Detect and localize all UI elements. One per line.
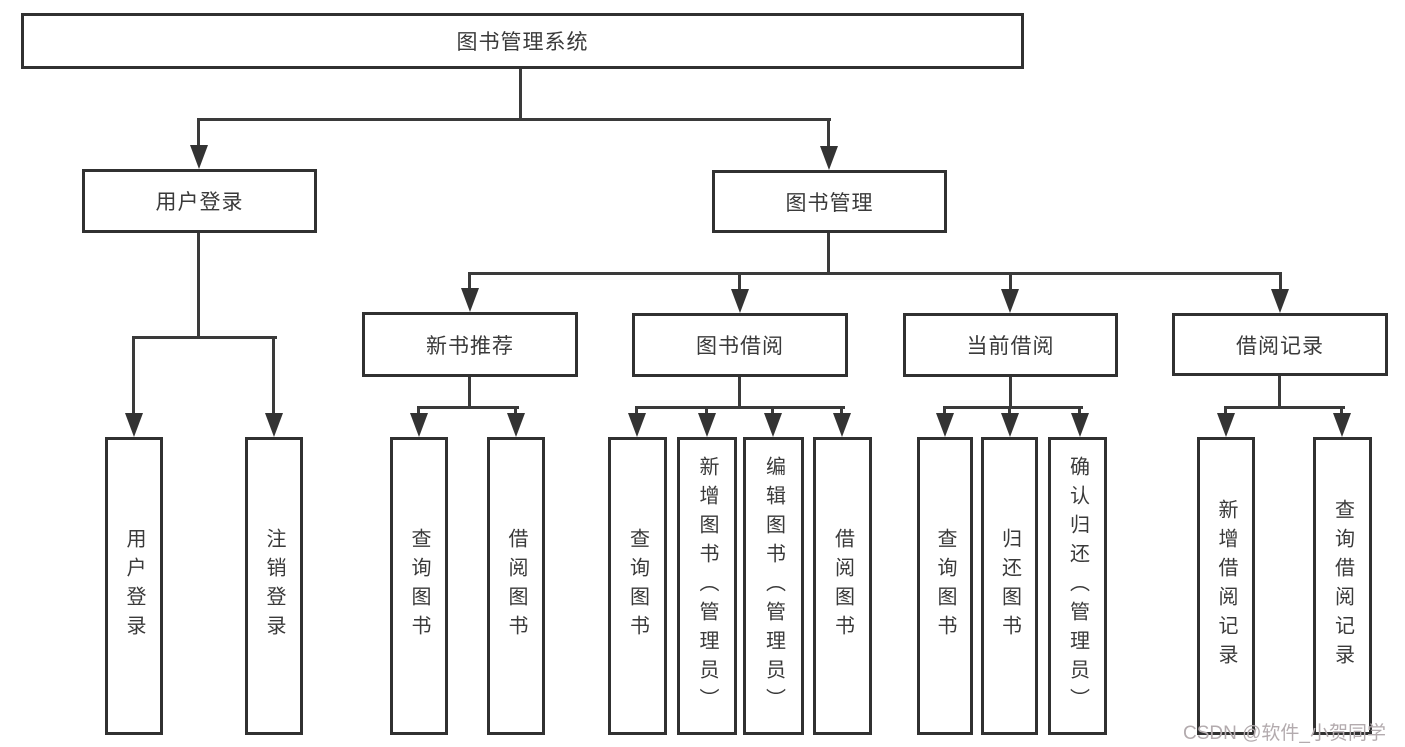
node-label: 归还图书 — [998, 528, 1021, 644]
node-new-book-recommendation: 新书推荐 — [362, 312, 578, 377]
connector-drop — [1008, 409, 1011, 415]
arrow-down-icon — [936, 413, 954, 437]
node-leaf-confirm-return-admin: 确认归还（管理员） — [1048, 437, 1107, 735]
arrow-down-icon — [698, 413, 716, 437]
connector-stem-current-borrowing — [1009, 377, 1012, 409]
csdn-watermark: CSDN @软件_小贺同学 — [1183, 723, 1386, 744]
arrow-down-icon — [190, 145, 208, 169]
node-leaf-borrow-books-2: 借阅图书 — [813, 437, 872, 735]
connector-drop — [635, 409, 638, 415]
node-label: 用户登录 — [123, 528, 145, 644]
connector-drop — [272, 339, 275, 415]
node-label: 借阅图书 — [505, 528, 527, 644]
arrow-down-icon — [410, 413, 428, 437]
node-book-borrowing: 图书借阅 — [632, 313, 848, 377]
connector-drop — [1224, 409, 1227, 415]
arrow-down-icon — [833, 413, 851, 437]
node-leaf-add-borrow-record: 新增借阅记录 — [1197, 437, 1255, 735]
arrow-down-icon — [1001, 289, 1019, 313]
node-label: 查询借阅记录 — [1331, 499, 1354, 673]
node-leaf-logout: 注销登录 — [245, 437, 303, 735]
connector-bar-borrowing-records — [1224, 406, 1345, 409]
node-label: 查询图书 — [934, 528, 956, 644]
connector-drop — [1078, 409, 1081, 415]
arrow-down-icon — [628, 413, 646, 437]
connector-drop — [1279, 275, 1282, 290]
connector-bar-current-borrowing — [943, 406, 1083, 409]
node-leaf-return-books: 归还图书 — [981, 437, 1038, 735]
arrow-down-icon — [1271, 289, 1289, 313]
node-leaf-borrow-books-1: 借阅图书 — [487, 437, 545, 735]
connector-drop — [943, 409, 946, 415]
node-label: 用户登录 — [155, 191, 244, 214]
node-library-management-system: 图书管理系统 — [21, 13, 1024, 69]
node-label: 编辑图书（管理员） — [762, 455, 785, 717]
connector-bar-book-borrowing — [635, 406, 845, 409]
connector-drop — [840, 409, 843, 415]
node-label: 查询图书 — [626, 528, 649, 644]
node-leaf-edit-books-admin: 编辑图书（管理员） — [743, 437, 804, 735]
connector-bar-level3 — [468, 272, 1282, 275]
node-label: 图书管理 — [785, 191, 874, 215]
node-leaf-query-books-2: 查询图书 — [608, 437, 667, 735]
connector-drop — [827, 121, 830, 148]
node-label: 借阅图书 — [831, 528, 854, 644]
node-label: 图书借阅 — [696, 335, 784, 358]
connector-drop — [771, 409, 774, 415]
node-leaf-query-books-1: 查询图书 — [390, 437, 448, 735]
connector-bar-level2 — [197, 118, 831, 121]
arrow-down-icon — [1333, 413, 1351, 437]
node-label: 确认归还（管理员） — [1066, 455, 1089, 717]
node-label: 新增借阅记录 — [1215, 499, 1237, 673]
connector-drop — [468, 275, 471, 290]
node-label: 新增图书（管理员） — [696, 455, 718, 717]
arrow-down-icon — [764, 413, 782, 437]
arrow-down-icon — [125, 413, 143, 437]
node-label: 查询图书 — [408, 528, 430, 644]
node-leaf-query-books-3: 查询图书 — [917, 437, 973, 735]
connector-stem-borrowing-records — [1278, 376, 1281, 409]
arrow-down-icon — [820, 146, 838, 170]
connector-drop — [738, 275, 741, 290]
node-user-login: 用户登录 — [82, 169, 317, 233]
arrow-down-icon — [461, 288, 479, 312]
connector-drop — [197, 121, 200, 147]
node-label: 新书推荐 — [426, 334, 514, 358]
connector-drop — [1340, 409, 1343, 415]
arrow-down-icon — [1071, 413, 1089, 437]
connector-bar-user-login — [132, 336, 277, 339]
node-label: 图书管理系统 — [456, 31, 589, 54]
node-label: 注销登录 — [263, 528, 285, 644]
connector-stem-new-book — [468, 377, 471, 409]
connector-stem-root — [519, 69, 522, 121]
node-current-borrowing: 当前借阅 — [903, 313, 1118, 377]
connector-drop — [514, 409, 517, 415]
node-label: 借阅记录 — [1236, 334, 1324, 358]
connector-stem-user-login — [197, 233, 200, 339]
connector-drop — [705, 409, 708, 415]
connector-bar-new-book — [417, 406, 519, 409]
connector-drop — [417, 409, 420, 415]
arrow-down-icon — [507, 413, 525, 437]
arrow-down-icon — [731, 289, 749, 313]
node-book-management: 图书管理 — [712, 170, 947, 233]
node-label: 当前借阅 — [966, 335, 1055, 358]
node-borrowing-records: 借阅记录 — [1172, 313, 1388, 376]
arrow-down-icon — [265, 413, 283, 437]
node-leaf-add-books-admin: 新增图书（管理员） — [677, 437, 737, 735]
arrow-down-icon — [1217, 413, 1235, 437]
arrow-down-icon — [1001, 413, 1019, 437]
connector-stem-book-management — [827, 233, 830, 275]
node-leaf-query-borrow-record: 查询借阅记录 — [1313, 437, 1372, 735]
connector-drop — [1009, 275, 1012, 290]
connector-stem-book-borrowing — [738, 377, 741, 409]
node-leaf-user-login: 用户登录 — [105, 437, 163, 735]
connector-drop — [132, 339, 135, 415]
